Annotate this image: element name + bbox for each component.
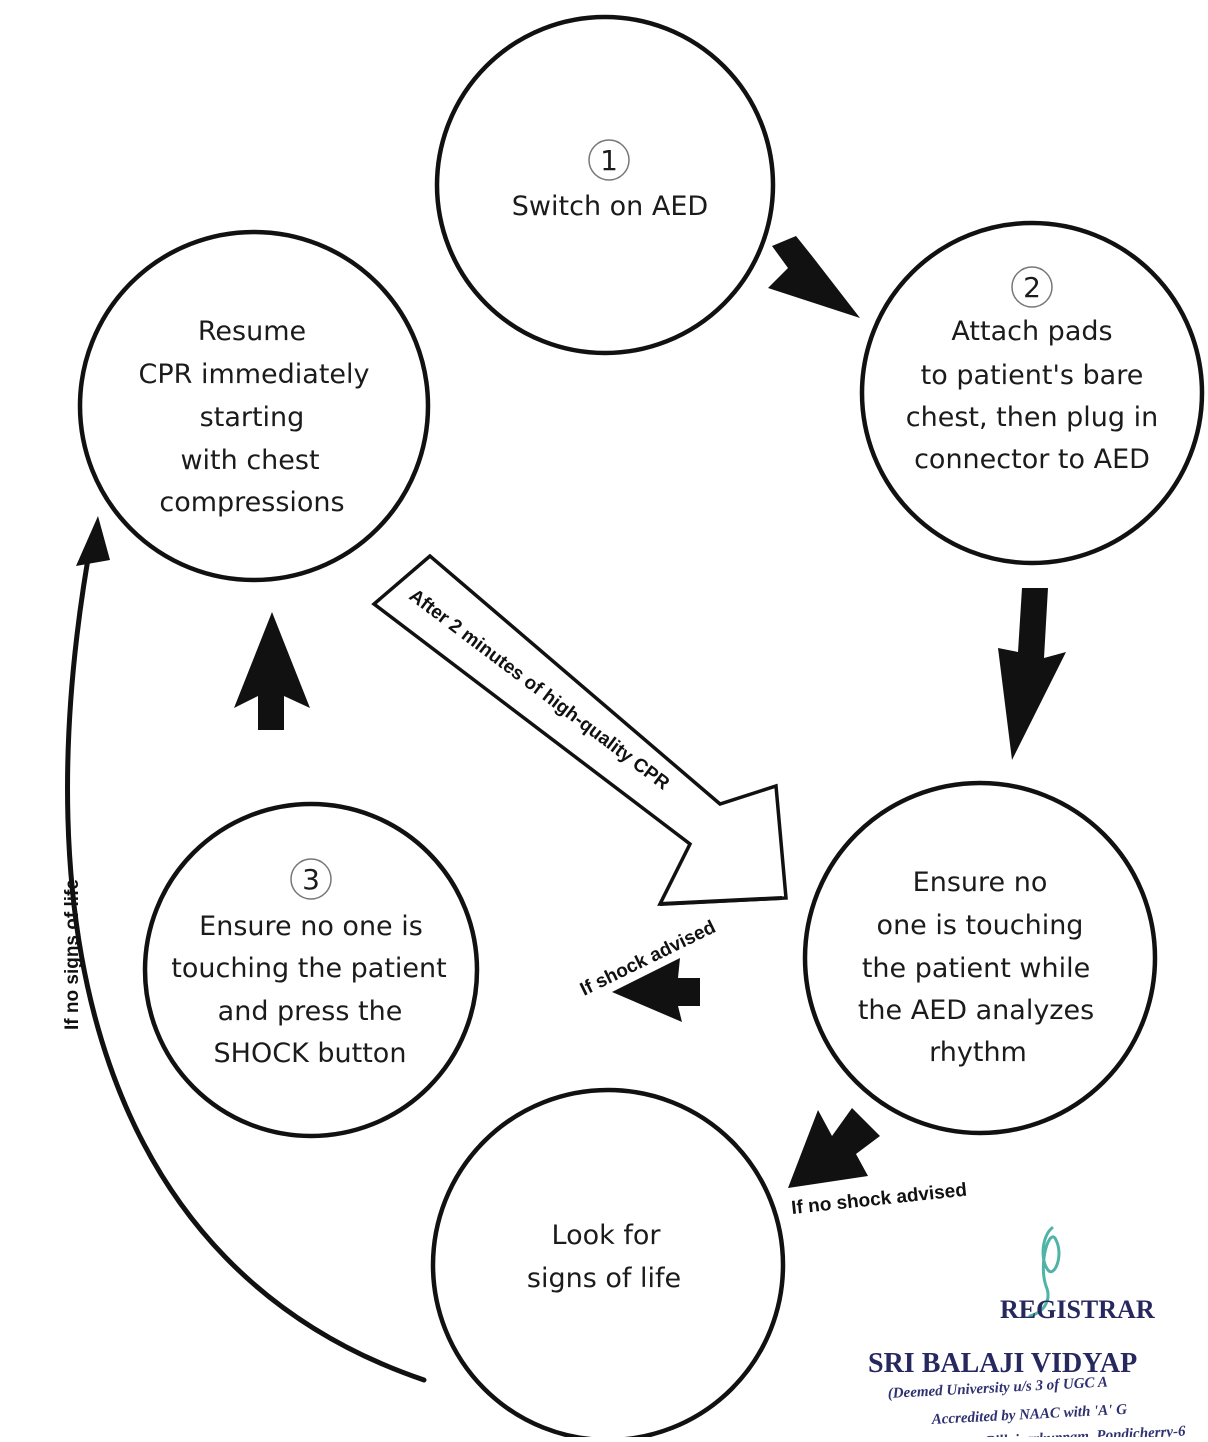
registrar-stamp: REGISTRAR SRI BALAJI VIDYAP (Deemed Univ…: [868, 1226, 1186, 1442]
stamp-title: REGISTRAR: [1000, 1295, 1155, 1324]
node-label-line: with chest: [180, 445, 319, 476]
step-number-badge: [290, 858, 332, 900]
node-resume-cpr: Resume CPR immediately starting with che…: [77, 229, 431, 583]
node-label-line: Ensure no one is: [199, 911, 423, 942]
node-circle: [434, 14, 776, 356]
edge-label-after-cpr: After 2 minutes of high-quality CPR: [405, 585, 673, 794]
node-label-line: Switch on AED: [512, 191, 708, 222]
node-label-line: signs of life: [527, 1263, 681, 1294]
node-label-line: compressions: [159, 487, 344, 518]
node-ensure-no-one-touching: Ensure no one is touching the patient wh…: [802, 780, 1158, 1136]
node-label-line: to patient's bare: [921, 360, 1144, 391]
arrow-step2-to-analyze: [998, 588, 1066, 760]
node-label-line: starting: [200, 402, 305, 433]
node-label-line: the AED analyzes: [858, 995, 1094, 1026]
step-number-badge: [1011, 266, 1053, 308]
node-label-line: CPR immediately: [138, 359, 369, 390]
arrow-no-signs-to-resume: If no signs of life: [62, 516, 427, 1383]
step-number: 2: [1023, 271, 1041, 304]
signature-mark: [1028, 1226, 1061, 1318]
node-label-line: Look for: [552, 1220, 662, 1251]
stamp-institution: SRI BALAJI VIDYAP: [868, 1348, 1137, 1379]
arrow-to-shock: If shock advised: [577, 917, 719, 1022]
arrow-after-cpr: After 2 minutes of high-quality CPR: [371, 553, 788, 906]
stamp-line: Pillaiyarkuppam, Pondicherry-6: [985, 1424, 1186, 1437]
node-label-line: one is touching: [877, 910, 1084, 941]
node-press-shock: 3 Ensure no one is touching the patient …: [142, 801, 480, 1139]
node-switch-on-aed: 1 Switch on AED: [434, 14, 776, 356]
node-circle: [77, 229, 431, 583]
node-circle: [802, 780, 1158, 1136]
node-circle: [142, 801, 480, 1139]
node-label-line: connector to AED: [914, 444, 1150, 475]
node-label-line: Ensure no: [913, 867, 1048, 898]
arrow-shock-to-resume: [234, 612, 310, 730]
node-label-line: the patient while: [862, 953, 1090, 984]
stamp-line: Accredited by NAAC with 'A' G: [930, 1402, 1127, 1428]
node-label-line: touching the patient: [171, 953, 446, 984]
edge-label-no-shock: If no shock advised: [790, 1180, 968, 1219]
node-label-line: rhythm: [929, 1037, 1027, 1068]
node-look-for-signs: Look for signs of life: [430, 1087, 786, 1442]
arrow-step1-to-step2: [768, 236, 860, 318]
step-number-badge: [588, 139, 630, 181]
node-circle: [859, 220, 1205, 566]
node-label-line: Attach pads: [951, 316, 1112, 347]
node-label-line: and press the: [218, 996, 403, 1027]
node-label-line: SHOCK button: [214, 1038, 407, 1069]
step-number: 3: [302, 863, 320, 896]
node-label-line: Resume: [198, 316, 306, 347]
edge-label-no-signs: If no signs of life: [62, 879, 83, 1030]
node-label-line: chest, then plug in: [906, 402, 1158, 433]
step-number: 1: [600, 144, 618, 177]
node-attach-pads: 2 Attach pads to patient's bare chest, t…: [859, 220, 1205, 566]
